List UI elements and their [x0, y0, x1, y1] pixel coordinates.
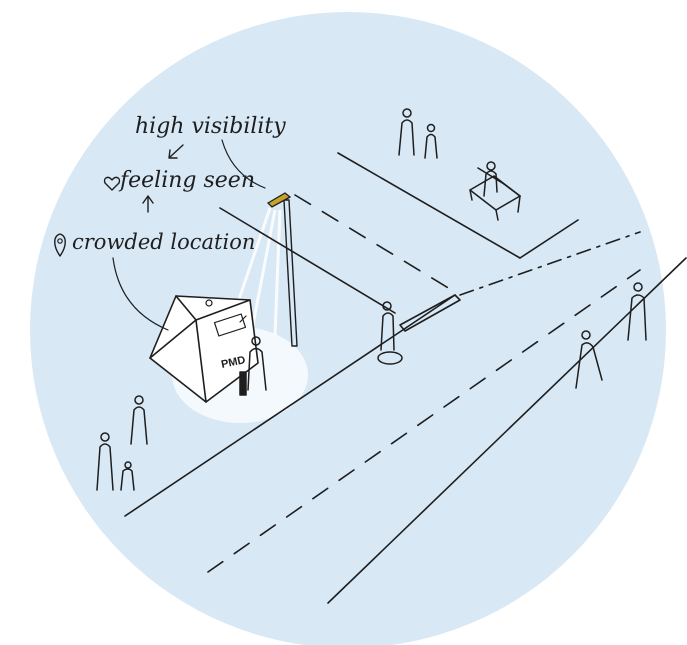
background-circle — [30, 12, 666, 645]
annotation-feeling-seen: feeling seen — [118, 168, 255, 193]
annotation-high-visibility: high visibility — [135, 114, 286, 139]
annotation-crowded-location: crowded location — [72, 230, 255, 254]
